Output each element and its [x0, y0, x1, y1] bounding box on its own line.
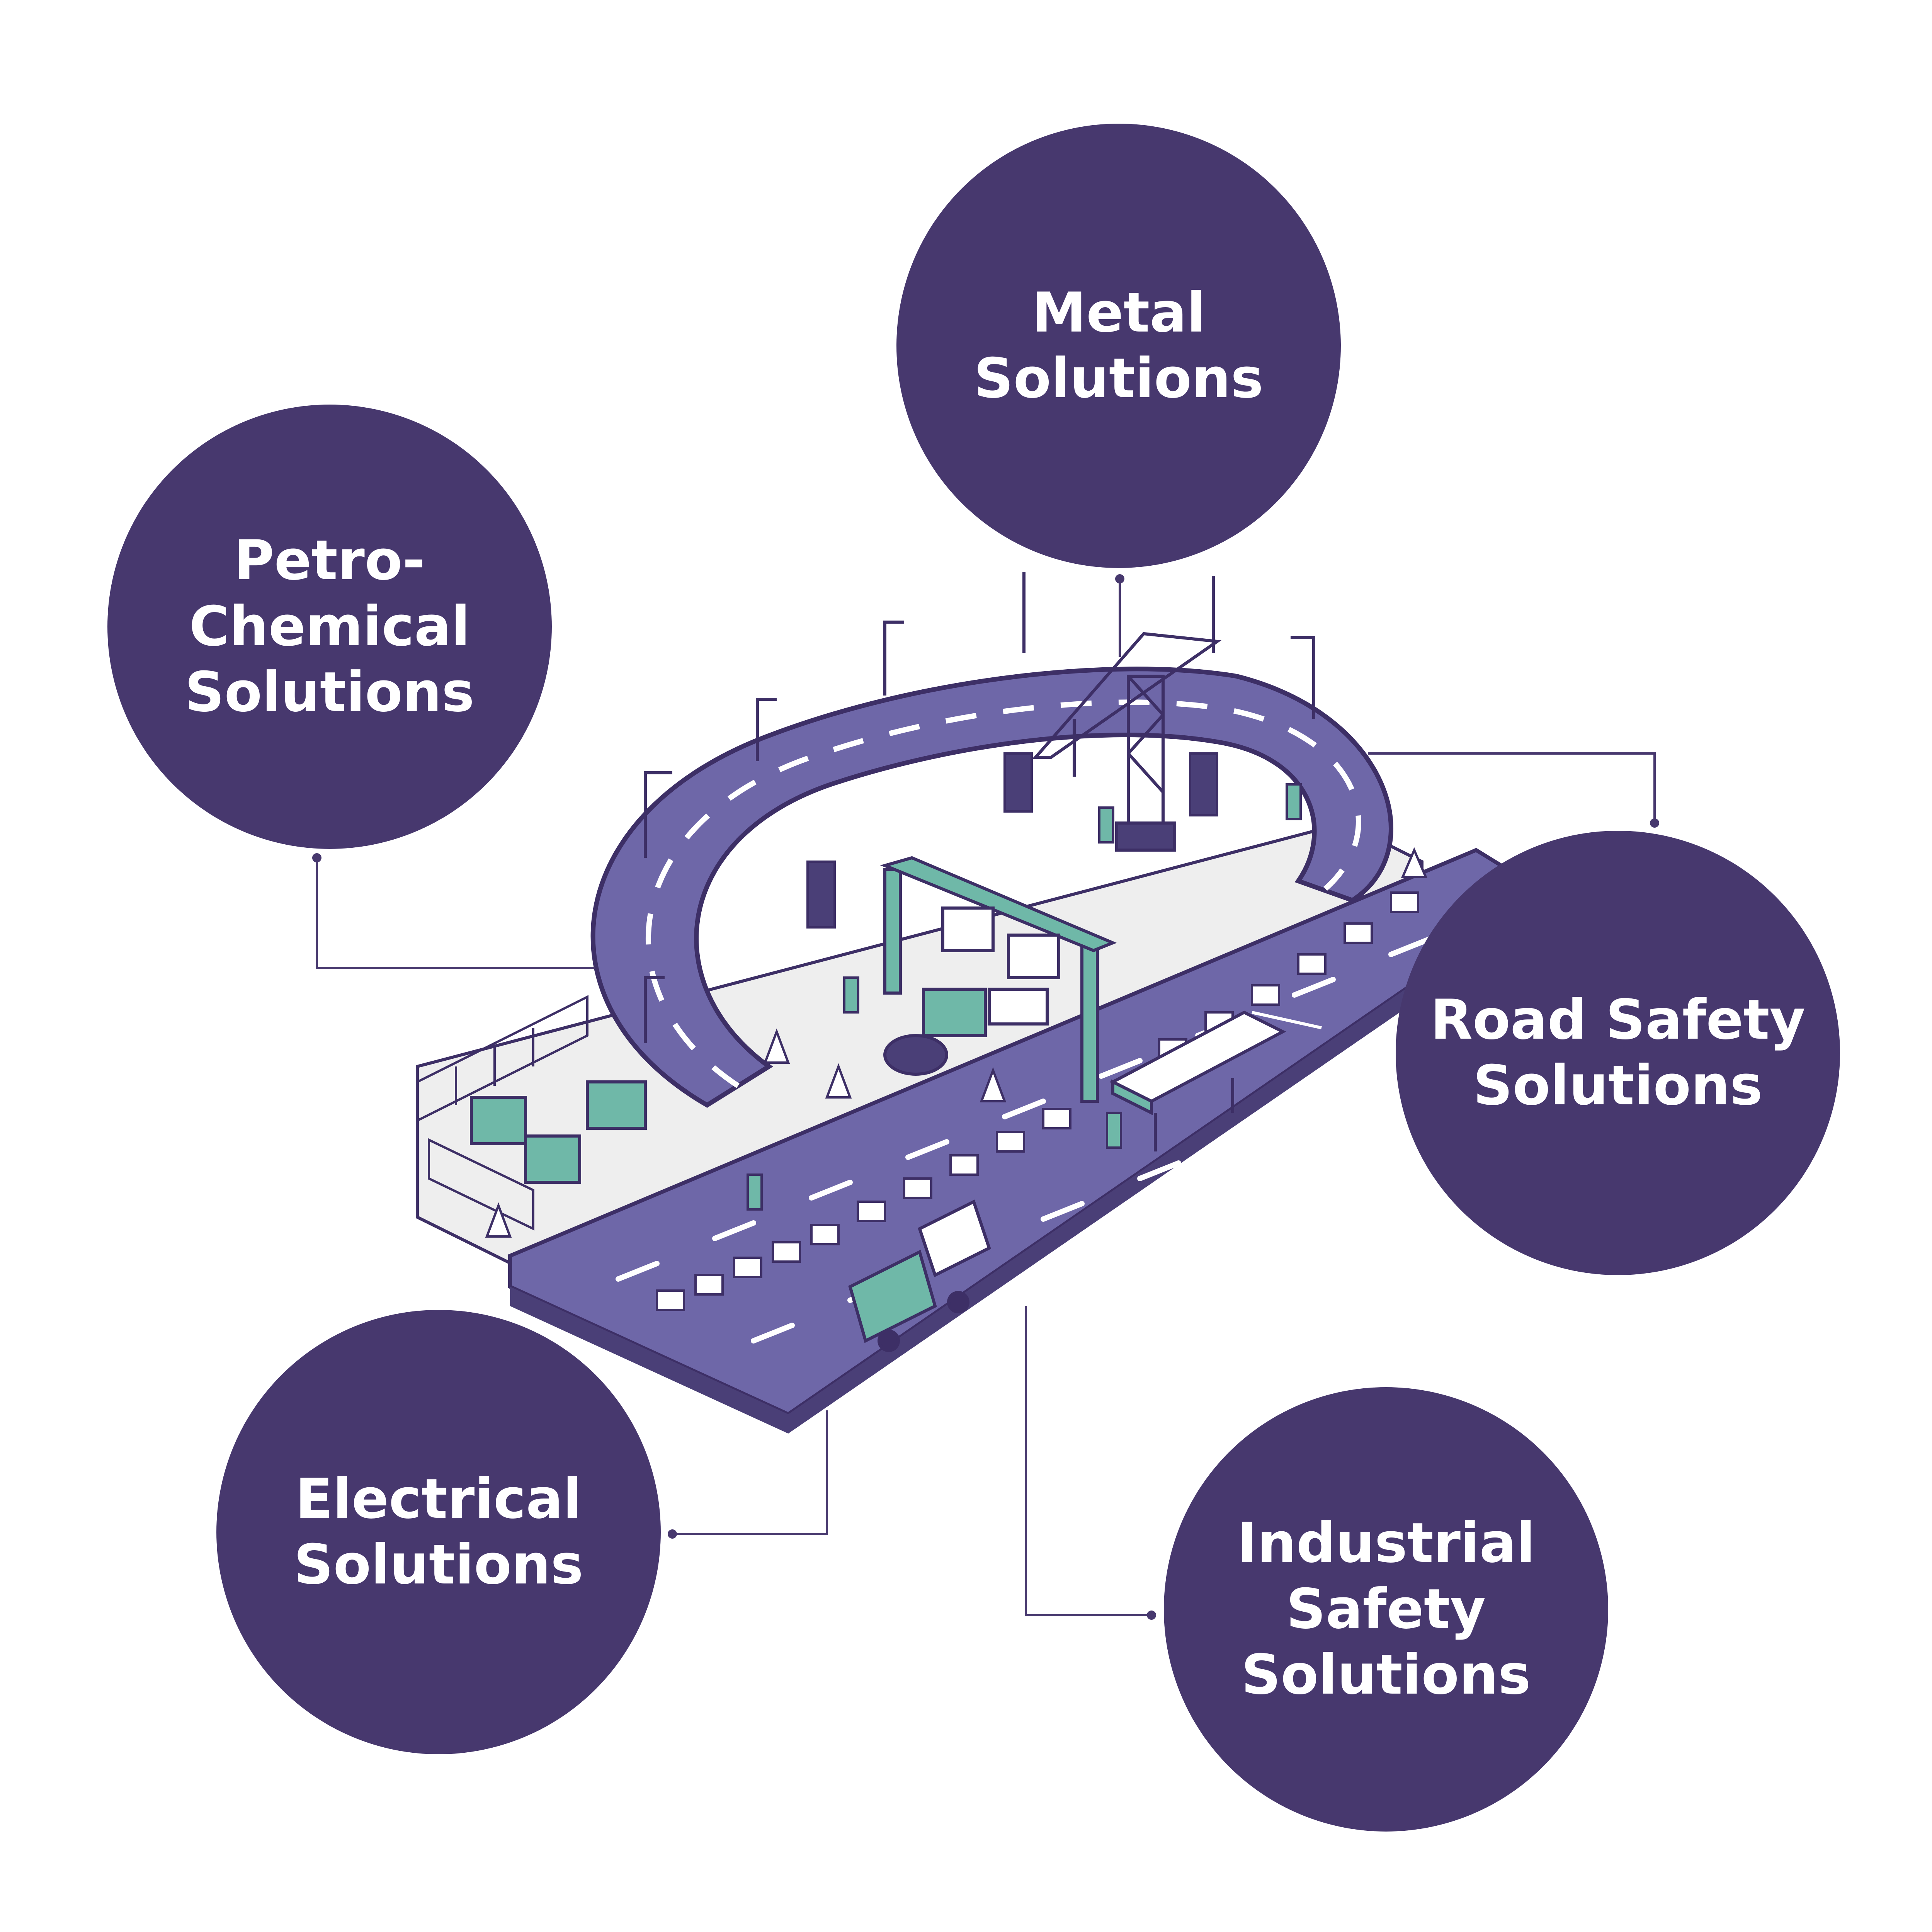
petrochemical-solutions-bubble: Petro- Chemical Solutions [107, 405, 552, 849]
street-lamps [644, 572, 1315, 1043]
barrier-row [656, 891, 1419, 1311]
bubble-label-line: Solutions [1473, 1054, 1763, 1117]
metal-solutions-label: Metal Solutions [974, 280, 1263, 412]
fences [416, 995, 588, 1231]
tower-crane [1032, 632, 1222, 852]
bubble-label-line: Solutions [294, 1533, 583, 1597]
toll-booth [1109, 1010, 1322, 1151]
bubble-label-line: Electrical [295, 1467, 582, 1531]
elevated-loop-road [590, 667, 1393, 1108]
elevated-loop-lane-markings [645, 699, 1361, 1088]
connector-industrial-safety [1025, 1306, 1151, 1616]
traffic-cones [485, 847, 1428, 1238]
bubble-label-line: Solutions [1241, 1643, 1531, 1707]
side-lot-vehicles [470, 1080, 647, 1184]
gantry-sign [880, 856, 1117, 1103]
bubble-label-line: Industrial [1236, 1511, 1536, 1575]
industrial-safety-solutions-bubble: Industrial Safety Solutions [1164, 1387, 1608, 1832]
bubble-label-line: Metal [1031, 281, 1206, 345]
bubble-label-line: Safety [1286, 1577, 1486, 1641]
connector-petrochemical [316, 858, 595, 969]
petrochemical-solutions-label: Petro- Chemical Solutions [185, 528, 474, 725]
bubble-label-line: Road Safety [1430, 988, 1806, 1052]
connector-dots [312, 574, 1659, 1620]
bubble-label-line: Chemical [189, 594, 470, 658]
road-safety-solutions-bubble: Road Safety Solutions [1396, 831, 1840, 1275]
bubble-label-line: Petro- [234, 529, 425, 593]
main-road-edge [510, 1287, 788, 1434]
electrical-solutions-bubble: Electrical Solutions [216, 1310, 661, 1754]
metal-solutions-bubble: Metal Solutions [896, 124, 1341, 568]
workers [747, 783, 1302, 1211]
industrial-safety-solutions-label: Industrial Safety Solutions [1237, 1510, 1535, 1708]
connector-electrical [672, 1410, 828, 1535]
road-safety-solutions-label: Road Safety Solutions [1430, 987, 1805, 1119]
connector-road-safety [1368, 752, 1656, 823]
connector-lines [316, 579, 1656, 1616]
bubble-label-line: Solutions [974, 347, 1264, 410]
dump-truck [848, 1199, 991, 1352]
main-road-side [788, 893, 1546, 1434]
bubble-label-line: Solutions [185, 660, 474, 724]
electrical-solutions-label: Electrical Solutions [294, 1466, 583, 1598]
support-pillars [806, 752, 1218, 929]
road-roller [883, 988, 1049, 1076]
